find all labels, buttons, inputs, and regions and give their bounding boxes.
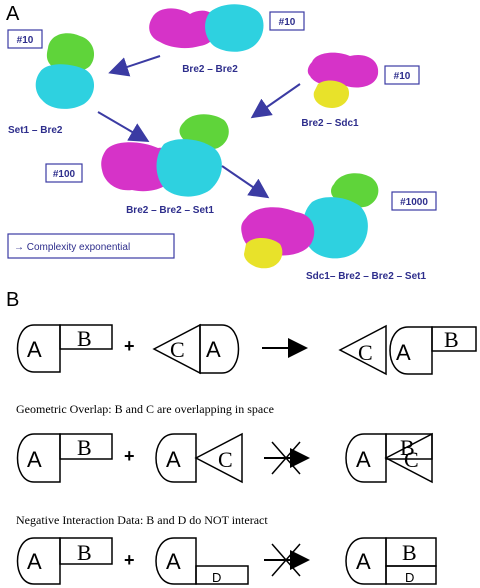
shape-d-row3 (195, 565, 249, 585)
shape-a2-row1 (199, 324, 240, 374)
result-a-row3 (345, 537, 387, 585)
shape-a-row3 (16, 537, 61, 585)
row2-result-a: A (356, 447, 371, 472)
row3-result-a: A (356, 549, 371, 574)
caption-negative-interaction: Negative Interaction Data: B and D do NO… (16, 513, 268, 527)
legend-box (7, 233, 175, 259)
shape-b-row2 (59, 433, 113, 460)
row1-a: A (27, 337, 42, 362)
row1-c: C (170, 337, 185, 362)
row1-result-a: A (396, 340, 411, 365)
result-c-row2 (384, 432, 433, 484)
count-box-final (391, 191, 437, 211)
arrow-right-to-middle (250, 83, 301, 119)
row2-a2: A (166, 447, 181, 472)
row3-plus: + (124, 550, 135, 570)
row3-a2: A (166, 549, 181, 574)
row1-plus: + (124, 336, 135, 356)
label-bre2-bre2-set1: Bre2 – Bre2 – Set1 (126, 205, 214, 216)
result-a-row1 (389, 326, 433, 375)
shape-a-row1 (16, 324, 61, 373)
count-top: #10 (279, 17, 296, 28)
result-b-row1 (431, 326, 477, 352)
row1-result-c: C (358, 340, 373, 365)
label-bre2-sdc1: Bre2 – Sdc1 (301, 118, 359, 129)
row2-c: C (218, 447, 233, 472)
row2-b: B (77, 435, 92, 460)
row2-a: A (27, 447, 42, 472)
label-set1-bre2: Set1 – Bre2 (8, 125, 63, 136)
count-box-middle (45, 163, 83, 183)
row3-result-d: D (405, 570, 414, 585)
protein-bre2-bre2-set1 (101, 114, 229, 197)
row3-b: B (77, 540, 92, 565)
row2-result-b: B (400, 435, 415, 460)
count-box-right (384, 65, 420, 85)
arrow-left-to-middle (97, 111, 150, 143)
panel-a-label: A (6, 3, 20, 25)
arrow-middle-to-final (221, 165, 270, 199)
shape-a-row2 (16, 433, 61, 483)
result-a-row2 (345, 433, 387, 483)
label-bre2-bre2: Bre2 – Bre2 (182, 64, 238, 75)
count-box-top (269, 11, 305, 31)
row3-d: D (212, 570, 221, 585)
count-middle: #100 (53, 169, 76, 180)
protein-bre2-sdc1 (307, 52, 379, 108)
protein-bre2-bre2 (149, 4, 264, 52)
count-box-left (7, 29, 43, 49)
shape-c-row2 (194, 432, 243, 484)
row1-result-b: B (444, 327, 459, 352)
row1-a2: A (206, 337, 221, 362)
count-final: #1000 (400, 197, 428, 208)
protein-set1-bre2 (35, 33, 95, 109)
shape-a2-row3 (155, 537, 197, 585)
row3-cross-2 (271, 543, 301, 577)
caption-geometric-overlap: Geometric Overlap: B and C are overlappi… (16, 402, 274, 416)
row2-plus: + (124, 446, 135, 466)
count-right: #10 (394, 71, 411, 82)
row1-left-complex (16, 324, 113, 373)
row3-result-b: B (402, 540, 417, 565)
result-d-row3 (385, 565, 437, 585)
row1-b: B (77, 326, 92, 351)
shape-b-row3 (59, 537, 113, 565)
row2-result-c: C (404, 447, 419, 472)
row2-cross-2 (271, 441, 301, 475)
panel-b-label: B (6, 289, 19, 311)
shape-b-row1 (59, 324, 113, 350)
protein-sdc1-bre2-bre2-set1 (241, 173, 379, 269)
arrow-top-to-left (108, 55, 161, 77)
count-left: #10 (17, 35, 34, 46)
legend-text: → Complexity exponential (14, 242, 130, 253)
label-sdc1-bre2-bre2-set1: Sdc1– Bre2 – Bre2 – Set1 (306, 271, 427, 282)
shape-a2-row2 (155, 433, 197, 483)
result-c-row1 (338, 324, 387, 376)
row3-a: A (27, 549, 42, 574)
